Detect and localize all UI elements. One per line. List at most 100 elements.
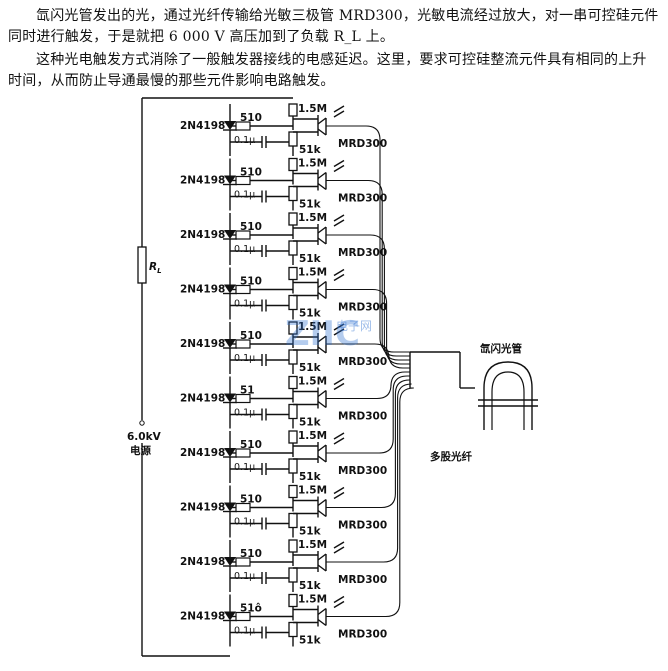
light-arrow [333, 110, 345, 118]
light-arrow [333, 595, 345, 604]
light-arrow [333, 219, 345, 227]
scr-label: 2N4198 [180, 120, 225, 132]
resistor-51k [288, 458, 298, 474]
description-text: 氙闪光管发出的光，通过光纤传输给光敏三极管 MRD300，光敏电流经过放大，对一… [8, 6, 660, 92]
light-arrow [333, 491, 345, 500]
transistor-lead [317, 117, 327, 125]
optical-fiber [326, 375, 410, 454]
transistor-lead [317, 618, 327, 627]
transistor-label: MRD300 [338, 520, 387, 532]
resistor-1-5m [288, 539, 298, 553]
resistor-51k-label: 51k [299, 580, 322, 592]
optical-fiber [326, 179, 410, 357]
resistor-51k [288, 567, 298, 583]
resistor-51k-label: 51k [299, 362, 322, 374]
supply-label: 电源 [130, 444, 151, 457]
transistor-label: MRD300 [338, 629, 387, 641]
capacitor-label: 0.1μ [234, 626, 255, 637]
optical-fiber [326, 125, 410, 353]
transistor-lead [317, 498, 327, 507]
transistor-lead [317, 346, 327, 354]
transistor-lead [317, 444, 327, 452]
optical-fiber [326, 343, 410, 369]
light-arrow [333, 546, 345, 554]
scr-label: 2N4198 [180, 229, 225, 241]
transistor-label: MRD300 [338, 411, 387, 423]
resistor-1-5m [288, 484, 298, 499]
resistor-51k [288, 403, 298, 420]
gate-resistor-label: 510 [240, 221, 262, 233]
capacitor-label: 0.1μ [234, 299, 255, 310]
fiber-label: 多股光纤 [430, 450, 472, 463]
resistor-51k [288, 512, 298, 529]
gate-resistor-label: 510 [240, 167, 262, 179]
light-arrow [333, 437, 345, 445]
transistor-lead [317, 553, 327, 561]
resistor-51k [288, 294, 298, 311]
light-arrow [333, 164, 345, 173]
light-arrow [333, 268, 345, 277]
capacitor-label: 0.1μ [234, 517, 255, 528]
fiber-bundle [326, 125, 414, 618]
transistor-lead [317, 171, 327, 180]
load-resistor-label: RL [149, 261, 162, 275]
optical-fiber [326, 371, 410, 400]
transistor-lead [317, 226, 327, 234]
transistor-lead [317, 400, 327, 409]
scr-label: 2N4198 [180, 447, 225, 459]
light-arrow [333, 541, 345, 549]
transistor-lead [317, 291, 327, 300]
capacitor-label: 0.1μ [234, 244, 255, 255]
gate-resistor-label: 51ô [240, 603, 262, 615]
optical-fiber [326, 383, 412, 563]
watermark-text: 电子网 [336, 319, 372, 333]
supply-terminal [139, 420, 145, 426]
resistor-51k-label: 51k [299, 144, 322, 156]
transistor-label: MRD300 [338, 574, 387, 586]
resistor-51k-label: 51k [299, 308, 322, 320]
light-arrow [333, 159, 345, 168]
flash-tube-inner [491, 371, 525, 430]
flash-tube-label: 氙闪光管 [480, 342, 522, 355]
resistor-1-5m-label: 1.5M [298, 267, 327, 279]
transistor-label: MRD300 [338, 193, 387, 205]
light-arrow [333, 214, 345, 222]
gate-resistor-label: 51 [240, 385, 255, 397]
light-arrow [333, 328, 345, 336]
resistor-1-5m-label: 1.5M [298, 430, 327, 442]
resistor-51k-label: 51k [299, 635, 322, 647]
optical-fiber [326, 379, 410, 509]
scr-label: 2N4198 [180, 393, 225, 405]
scr-label: 2N4198 [180, 338, 225, 350]
transistor-label: MRD300 [338, 465, 387, 477]
resistor-1-5m-label: 1.5M [298, 103, 327, 115]
optical-fiber [326, 387, 414, 618]
resistor-1-5m-label: 1.5M [298, 212, 327, 224]
resistor-1-5m [288, 266, 298, 281]
load-resistor [137, 246, 147, 284]
resistor-51k-label: 51k [299, 471, 322, 483]
resistor-1-5m [288, 212, 298, 226]
watermark-logo: ZIIC [285, 314, 360, 354]
light-arrow [333, 600, 345, 609]
resistor-1-5m-label: 1.5M [298, 539, 327, 551]
transistor-lead [317, 455, 327, 463]
resistor-1-5m [288, 375, 298, 390]
capacitor-label: 0.1μ [234, 571, 255, 582]
resistor-51k [288, 621, 298, 638]
gate-resistor-label: 510 [240, 494, 262, 506]
resistor-1-5m [288, 103, 298, 117]
gate-resistor-label: 510 [240, 112, 262, 124]
paragraph-2: 这种光电触发方式消除了一般触发器接线的电感延迟。这里，要求可控硅整流元件具有相同… [8, 52, 647, 89]
transistor-lead [317, 335, 327, 343]
